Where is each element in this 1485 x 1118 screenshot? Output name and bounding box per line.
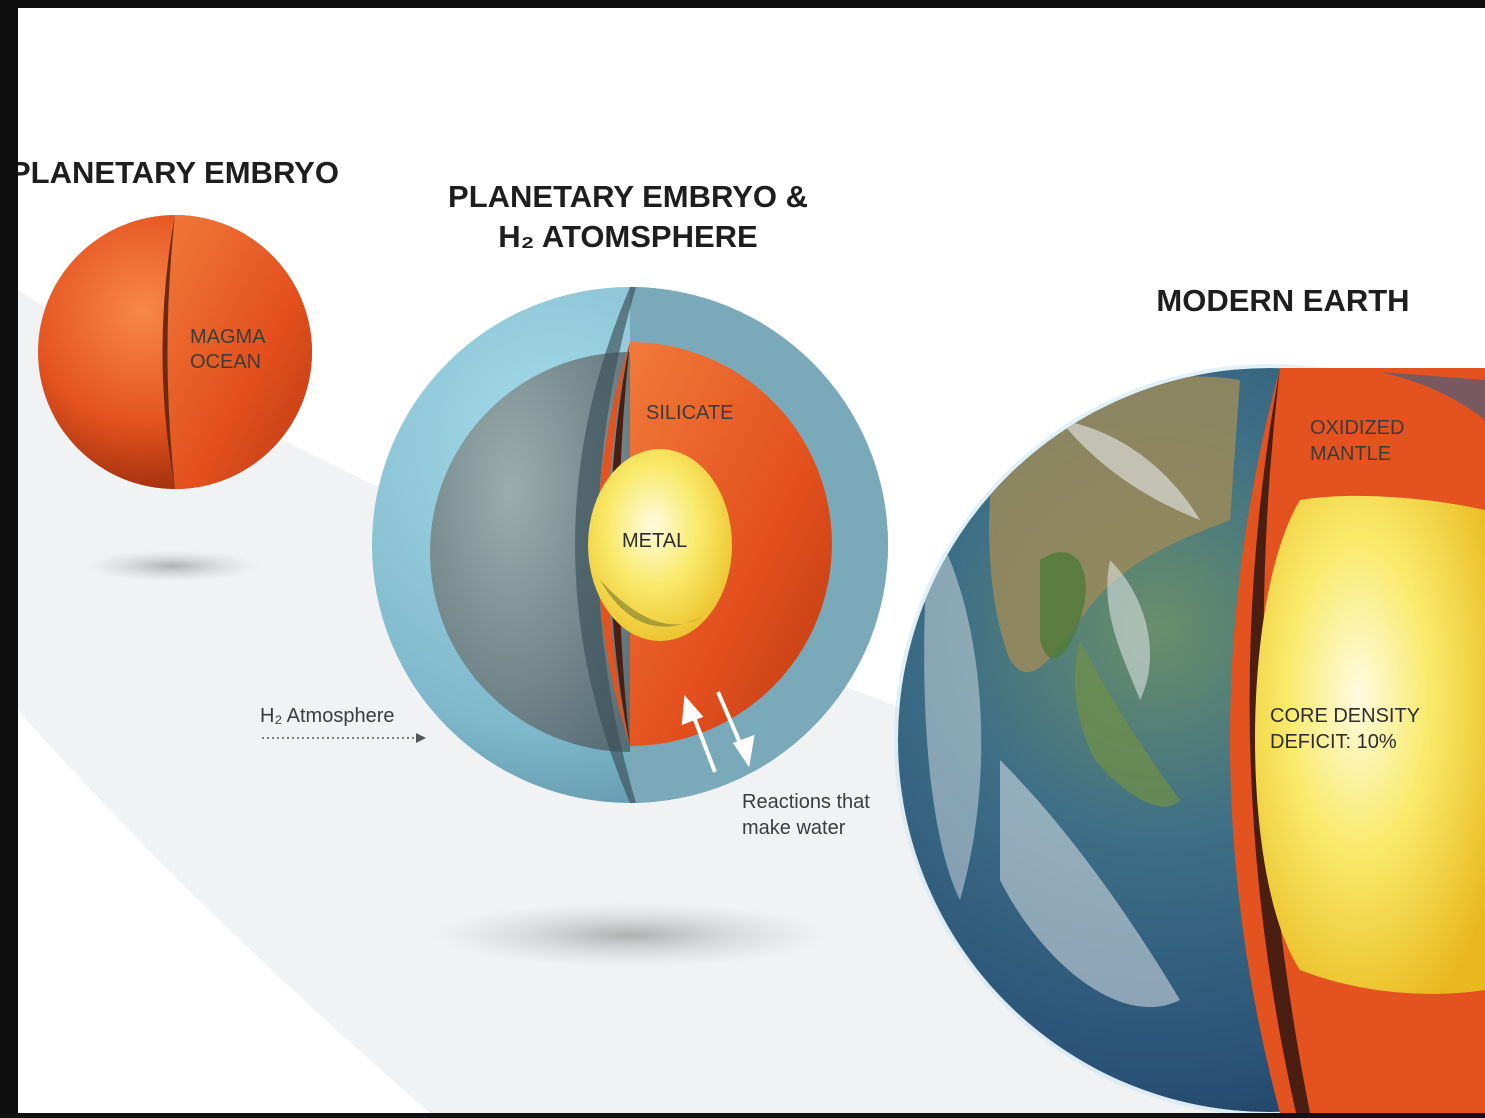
magma-ocean-label-2: OCEAN [190,351,261,373]
oxidized-mantle-label-1: OXIDIZED [1310,417,1404,439]
reactions-label-1: Reactions that [742,791,870,813]
core-density-label-1: CORE DENSITY [1270,705,1420,727]
oxidized-mantle-label-2: MANTLE [1310,443,1391,465]
reactions-label-2: make water [742,817,846,839]
embryo-title: PLANETARY EMBRYO [10,155,339,190]
silicate-label: SILICATE [646,402,733,424]
h2-atmosphere-label: H₂ Atmosphere [260,705,395,727]
atmosphere-shadow [430,902,830,968]
magma-ocean-label-1: MAGMA [190,326,266,348]
modern-earth-title: MODERN EARTH [1156,283,1409,318]
core-density-label-2: DEFICIT: 10% [1270,731,1397,753]
metal-label: METAL [622,530,687,552]
embryo-shadow [84,550,260,582]
atmosphere-title-1: PLANETARY EMBRYO & [448,179,808,214]
atmosphere-title-2: H₂ ATOMSPHERE [498,219,758,254]
